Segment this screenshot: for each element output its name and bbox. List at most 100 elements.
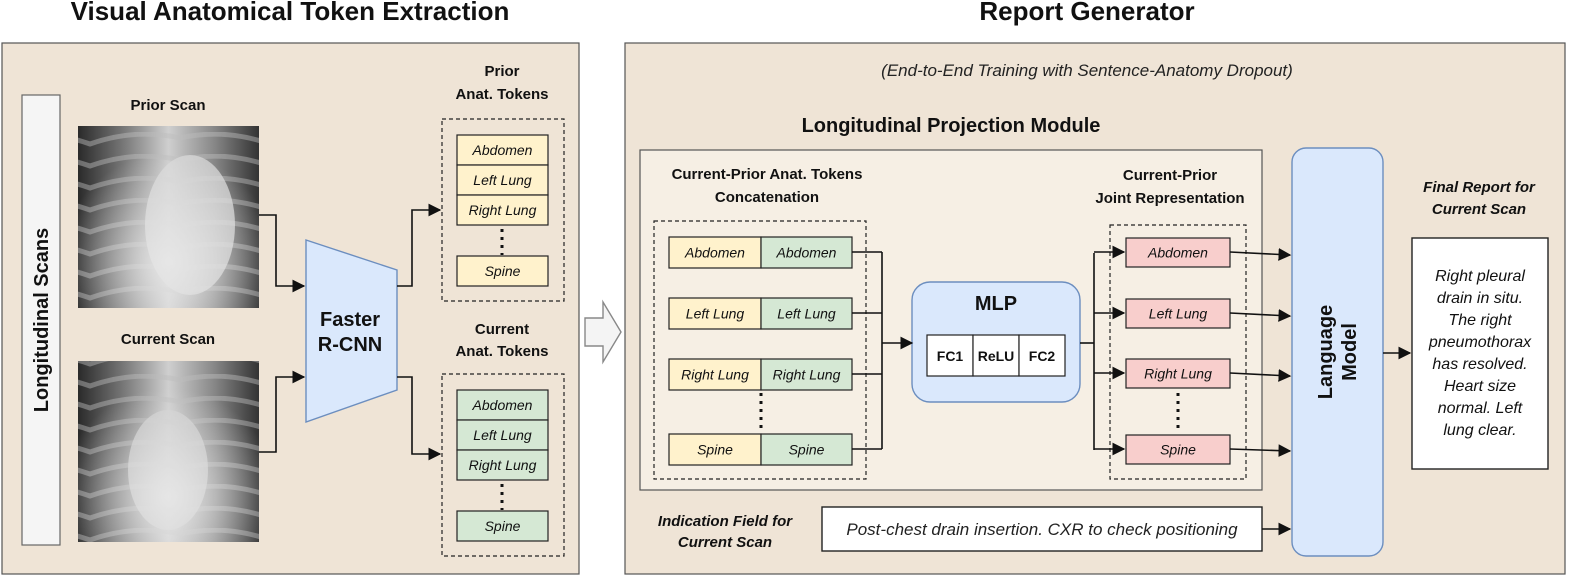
rcnn-to-prior-tokens-arrow (397, 203, 442, 287)
language-model-block (1291, 147, 1384, 557)
current-tokens-group (441, 373, 565, 557)
mlp-layer-2 (1018, 334, 1066, 377)
final-report-title-2: Current Scan (1432, 201, 1526, 218)
mlp-layer-0-label: FC1 (937, 348, 964, 364)
current-tokens-title-2: Anat. Tokens (455, 343, 548, 360)
prior-token-0-label: Abdomen (472, 142, 533, 158)
joint-to-lm-arrow-0 (1229, 248, 1292, 261)
concat-connectors (852, 251, 883, 450)
mlp-title: MLP (975, 293, 1017, 315)
concat-title-1: Current-Prior Anat. Tokens (672, 166, 863, 183)
joint-token-0-label: Abdomen (1147, 245, 1208, 261)
joint-to-lm-arrow-2 (1229, 369, 1292, 382)
prior-tokens-group (441, 118, 565, 302)
mlp-layers: FC1 ReLU FC2 (926, 334, 1066, 377)
current-token-0-label: Abdomen (472, 397, 533, 413)
final-report-line-5: Heart size (1444, 378, 1516, 395)
final-report-line-1: drain in situ. (1437, 290, 1523, 307)
current-token-0 (456, 389, 549, 421)
joint-title-1: Current-Prior (1123, 167, 1217, 184)
concat-prior-2 (668, 358, 762, 391)
joint-to-lm-arrow-1 (1229, 309, 1292, 322)
prior-to-rcnn-arrow (259, 214, 306, 293)
prior-xray-image (78, 126, 259, 308)
concat-prior-0-label: Abdomen (684, 245, 745, 261)
final-report-line-2: The right (1448, 312, 1512, 329)
current-tokens-title-1: Current (475, 321, 529, 338)
concat-current-3-label: Spine (789, 442, 825, 458)
current-token-3 (456, 510, 549, 542)
final-report-box (1411, 237, 1549, 470)
longitudinal-scans-label: Longitudinal Scans (31, 228, 53, 412)
current-token-3-label: Spine (485, 518, 521, 534)
current-token-1-label: Left Lung (473, 427, 532, 443)
longitudinal-scans-bar (21, 94, 61, 546)
prior-token-0 (456, 134, 549, 166)
training-subtitle: (End-to-End Training with Sentence-Anato… (881, 61, 1293, 80)
projection-module-title: Longitudinal Projection Module (802, 115, 1101, 137)
current-xray-image (78, 361, 259, 542)
current-to-rcnn-arrow (259, 370, 306, 453)
faster-rcnn-line2: R-CNN (318, 334, 382, 356)
prior-tokens-title-1: Prior (484, 63, 519, 80)
concat-group (653, 220, 867, 480)
concat-current-2 (760, 358, 853, 391)
current-token-1 (456, 419, 549, 451)
joint-to-lm-arrow-3 (1229, 444, 1292, 458)
prior-tokens-title-2: Anat. Tokens (455, 86, 548, 103)
prior-scan-label: Prior Scan (130, 97, 205, 114)
left-section-title: Visual Anatomical Token Extraction (71, 0, 510, 26)
mlp-layer-2-label: FC2 (1029, 348, 1056, 364)
concat-prior-2-label: Right Lung (681, 367, 749, 383)
concat-title-2: Concatenation (715, 189, 819, 206)
language-model-label: Language Model (1315, 305, 1361, 399)
current-scan-label: Current Scan (121, 331, 215, 348)
prior-token-2 (456, 194, 549, 226)
indication-field-text: Post-chest drain insertion. CXR to check… (846, 520, 1238, 539)
joint-token-1-label: Left Lung (1149, 306, 1208, 322)
prior-token-3-label: Spine (485, 263, 521, 279)
final-report-line-7: lung clear. (1443, 422, 1516, 439)
mlp-layer-1-label: ReLU (978, 348, 1015, 364)
right-section-title: Report Generator (979, 0, 1194, 26)
concat-prior-3-label: Spine (697, 442, 733, 458)
joint-title-2: Joint Representation (1095, 190, 1244, 207)
rcnn-to-current-tokens-arrow (397, 376, 442, 461)
indication-field-box (821, 506, 1263, 552)
joint-token-2 (1125, 358, 1231, 389)
joint-token-2-label: Right Lung (1144, 366, 1212, 382)
concat-current-1-label: Left Lung (777, 306, 836, 322)
joint-group (1109, 224, 1247, 480)
hollow-arrow-icon (584, 299, 622, 365)
joint-token-0 (1125, 237, 1231, 268)
faster-rcnn-block (305, 239, 398, 423)
joint-token-1 (1125, 298, 1231, 329)
prior-token-3 (456, 255, 549, 287)
concat-current-3 (760, 433, 853, 466)
final-report-line-6: normal. Left (1438, 400, 1523, 417)
final-report-title-1: Final Report for (1423, 179, 1536, 196)
mlp-layer-0 (926, 334, 974, 377)
joint-to-lm-arrows (1094, 245, 1292, 458)
final-report-line-4: has resolved. (1432, 356, 1527, 373)
concat-current-0-label: Abdomen (776, 245, 837, 261)
concat-current-2-label: Right Lung (773, 367, 841, 383)
current-token-2-label: Right Lung (469, 457, 537, 473)
prior-token-1-label: Left Lung (473, 172, 532, 188)
prior-token-1 (456, 164, 549, 196)
language-model-line2: Model (1339, 323, 1361, 381)
joint-token-3-label: Spine (1160, 442, 1196, 458)
prior-token-2-label: Right Lung (469, 202, 537, 218)
concat-current-0 (760, 236, 853, 269)
language-model-line1: Language (1315, 305, 1337, 399)
indication-label-1: Indication Field for (658, 513, 793, 530)
concat-prior-3 (668, 433, 762, 466)
indication-label-2: Current Scan (678, 534, 772, 551)
faster-rcnn-line1: Faster (320, 309, 380, 331)
